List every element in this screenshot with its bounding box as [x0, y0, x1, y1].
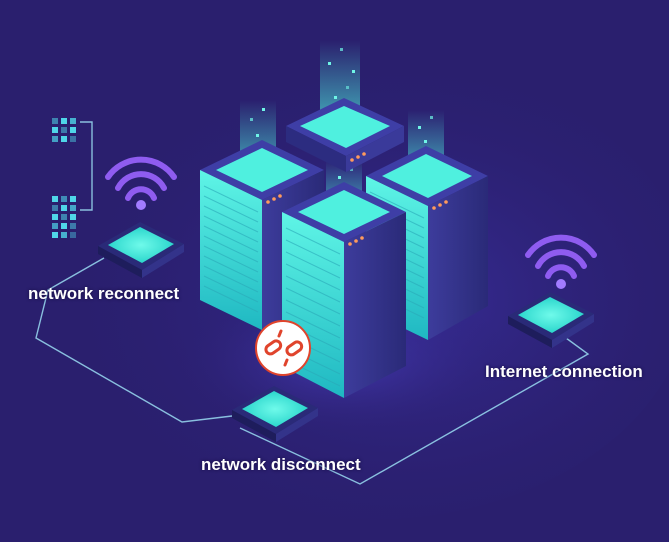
- router-pad-icon: [98, 222, 184, 278]
- wifi-icon: [105, 156, 177, 210]
- router-pad-icon: [508, 292, 594, 348]
- server-rack-icon: [286, 98, 404, 172]
- line-disconnect-to-internet: [239, 337, 590, 485]
- line-left-pad-to-disconnect: [35, 257, 233, 423]
- data-particles: [250, 48, 433, 179]
- broken-link-icon: [255, 320, 311, 376]
- line-grid-bracket: [80, 121, 93, 211]
- connection-lines: [35, 121, 590, 485]
- data-blocks-icon: [52, 118, 76, 238]
- network-disconnect-label: network disconnect: [201, 455, 361, 474]
- wifi-icon: [525, 234, 597, 289]
- router-pad-icon: [232, 386, 318, 442]
- internet-connection-label: Internet connection: [485, 362, 643, 381]
- network-reconnect-label: network reconnect: [28, 284, 180, 303]
